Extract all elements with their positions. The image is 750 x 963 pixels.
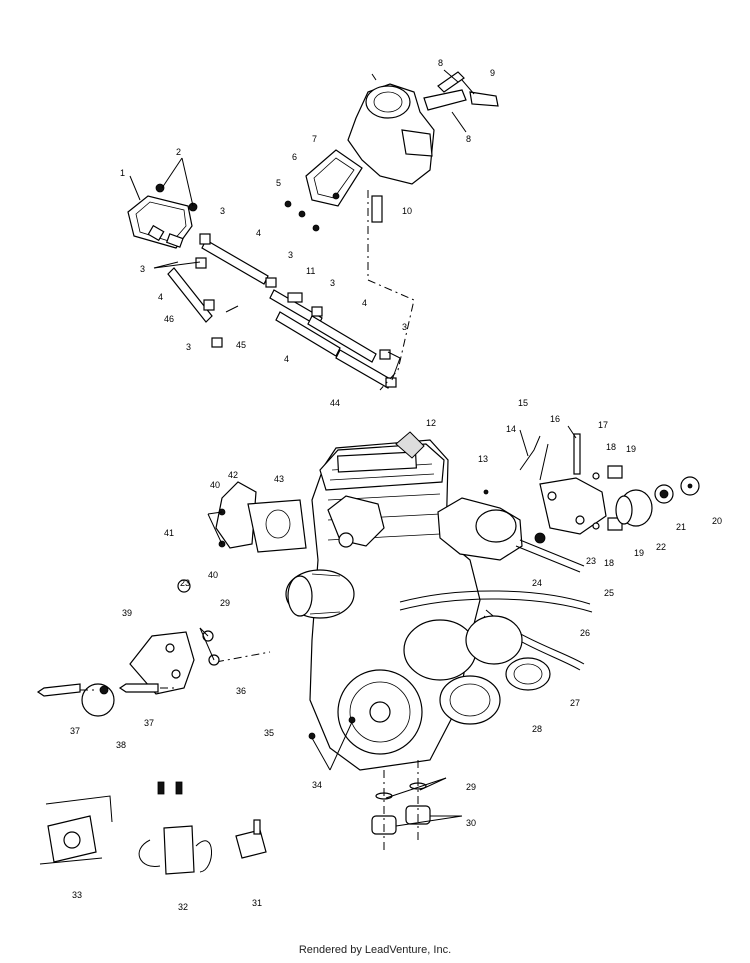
callout-46: 46 xyxy=(164,314,174,324)
cdi-box[interactable] xyxy=(138,781,212,875)
callout-10: 10 xyxy=(402,206,412,216)
callout-43: 43 xyxy=(274,474,284,484)
callout-16: 16 xyxy=(550,414,560,424)
callout-41: 41 xyxy=(164,528,174,538)
callout-44: 44 xyxy=(330,398,340,408)
oil-filter[interactable] xyxy=(285,569,355,619)
callout-22: 22 xyxy=(656,542,666,552)
callout-14: 14 xyxy=(506,424,516,434)
callout-6: 6 xyxy=(292,152,297,162)
throttle-bracket[interactable] xyxy=(483,433,623,535)
callout-3c: 3 xyxy=(288,250,293,260)
callout-9: 9 xyxy=(490,68,495,78)
callout-35: 35 xyxy=(264,728,274,738)
callout-45: 45 xyxy=(236,340,246,350)
callout-40b: 40 xyxy=(208,570,218,580)
callout-29a: 29 xyxy=(220,598,230,608)
callout-3e: 3 xyxy=(186,342,191,352)
callout-40a: 40 xyxy=(210,480,220,490)
crankcase-covers[interactable] xyxy=(215,615,551,755)
carburetor-top[interactable] xyxy=(347,71,499,223)
callout-3f: 3 xyxy=(402,322,407,332)
engine-mounts-bottom[interactable] xyxy=(371,760,431,850)
callout-38: 38 xyxy=(116,740,126,750)
mount-damper[interactable] xyxy=(615,476,700,527)
callout-36: 36 xyxy=(236,686,246,696)
callout-labels: 1 2 3 3 3 3 3 3 4 4 4 4 5 6 7 8 8 9 10 1… xyxy=(70,58,722,912)
callout-19a: 19 xyxy=(626,444,636,454)
callout-1: 1 xyxy=(120,168,125,178)
callout-28: 28 xyxy=(532,724,542,734)
footer-credit: Rendered by LeadVenture, Inc. xyxy=(298,944,452,956)
callout-26: 26 xyxy=(580,628,590,638)
callout-37a: 37 xyxy=(70,726,80,736)
callout-13: 13 xyxy=(478,454,488,464)
callout-31: 31 xyxy=(252,898,262,908)
starter-relay[interactable] xyxy=(235,819,267,859)
callout-24: 24 xyxy=(532,578,542,588)
callout-21: 21 xyxy=(676,522,686,532)
callout-8a: 8 xyxy=(438,58,443,68)
voltage-regulator[interactable] xyxy=(39,795,113,865)
callout-27: 27 xyxy=(570,698,580,708)
callout-19b: 19 xyxy=(634,548,644,558)
callout-4a: 4 xyxy=(256,228,261,238)
callout-20: 20 xyxy=(712,516,722,526)
callout-11: 11 xyxy=(306,266,315,276)
callout-8b: 8 xyxy=(466,134,471,144)
callout-15: 15 xyxy=(518,398,528,408)
exhaust-manifold[interactable] xyxy=(215,481,385,553)
callout-23b: 23 xyxy=(180,578,190,588)
callout-4c: 4 xyxy=(362,298,367,308)
callout-23a: 23 xyxy=(586,556,596,566)
mount-bracket[interactable] xyxy=(36,579,220,717)
callout-32: 32 xyxy=(178,902,188,912)
callout-5: 5 xyxy=(276,178,281,188)
callout-4d: 4 xyxy=(284,354,289,364)
callout-17: 17 xyxy=(598,420,608,430)
callout-3b: 3 xyxy=(140,264,145,274)
fuel-pump[interactable] xyxy=(127,183,198,249)
callout-39: 39 xyxy=(122,608,132,618)
intake-gasket[interactable] xyxy=(284,149,363,232)
callout-25: 25 xyxy=(604,588,614,598)
callout-33: 33 xyxy=(72,890,82,900)
callout-3d: 3 xyxy=(330,278,335,288)
carburetor-side[interactable] xyxy=(437,497,585,573)
leader-lines xyxy=(129,69,577,827)
fuel-lines[interactable] xyxy=(167,233,397,389)
callout-34: 34 xyxy=(312,780,322,790)
callout-18a: 18 xyxy=(606,442,616,452)
callout-3a: 3 xyxy=(220,206,225,216)
callout-4b: 4 xyxy=(158,292,163,302)
callout-18b: 18 xyxy=(604,558,614,568)
callout-29b: 29 xyxy=(466,782,476,792)
callout-7: 7 xyxy=(312,134,317,144)
callout-12: 12 xyxy=(426,418,436,428)
callout-42: 42 xyxy=(228,470,238,480)
callout-30: 30 xyxy=(466,818,476,828)
callout-37b: 37 xyxy=(144,718,154,728)
callout-2: 2 xyxy=(176,147,181,157)
